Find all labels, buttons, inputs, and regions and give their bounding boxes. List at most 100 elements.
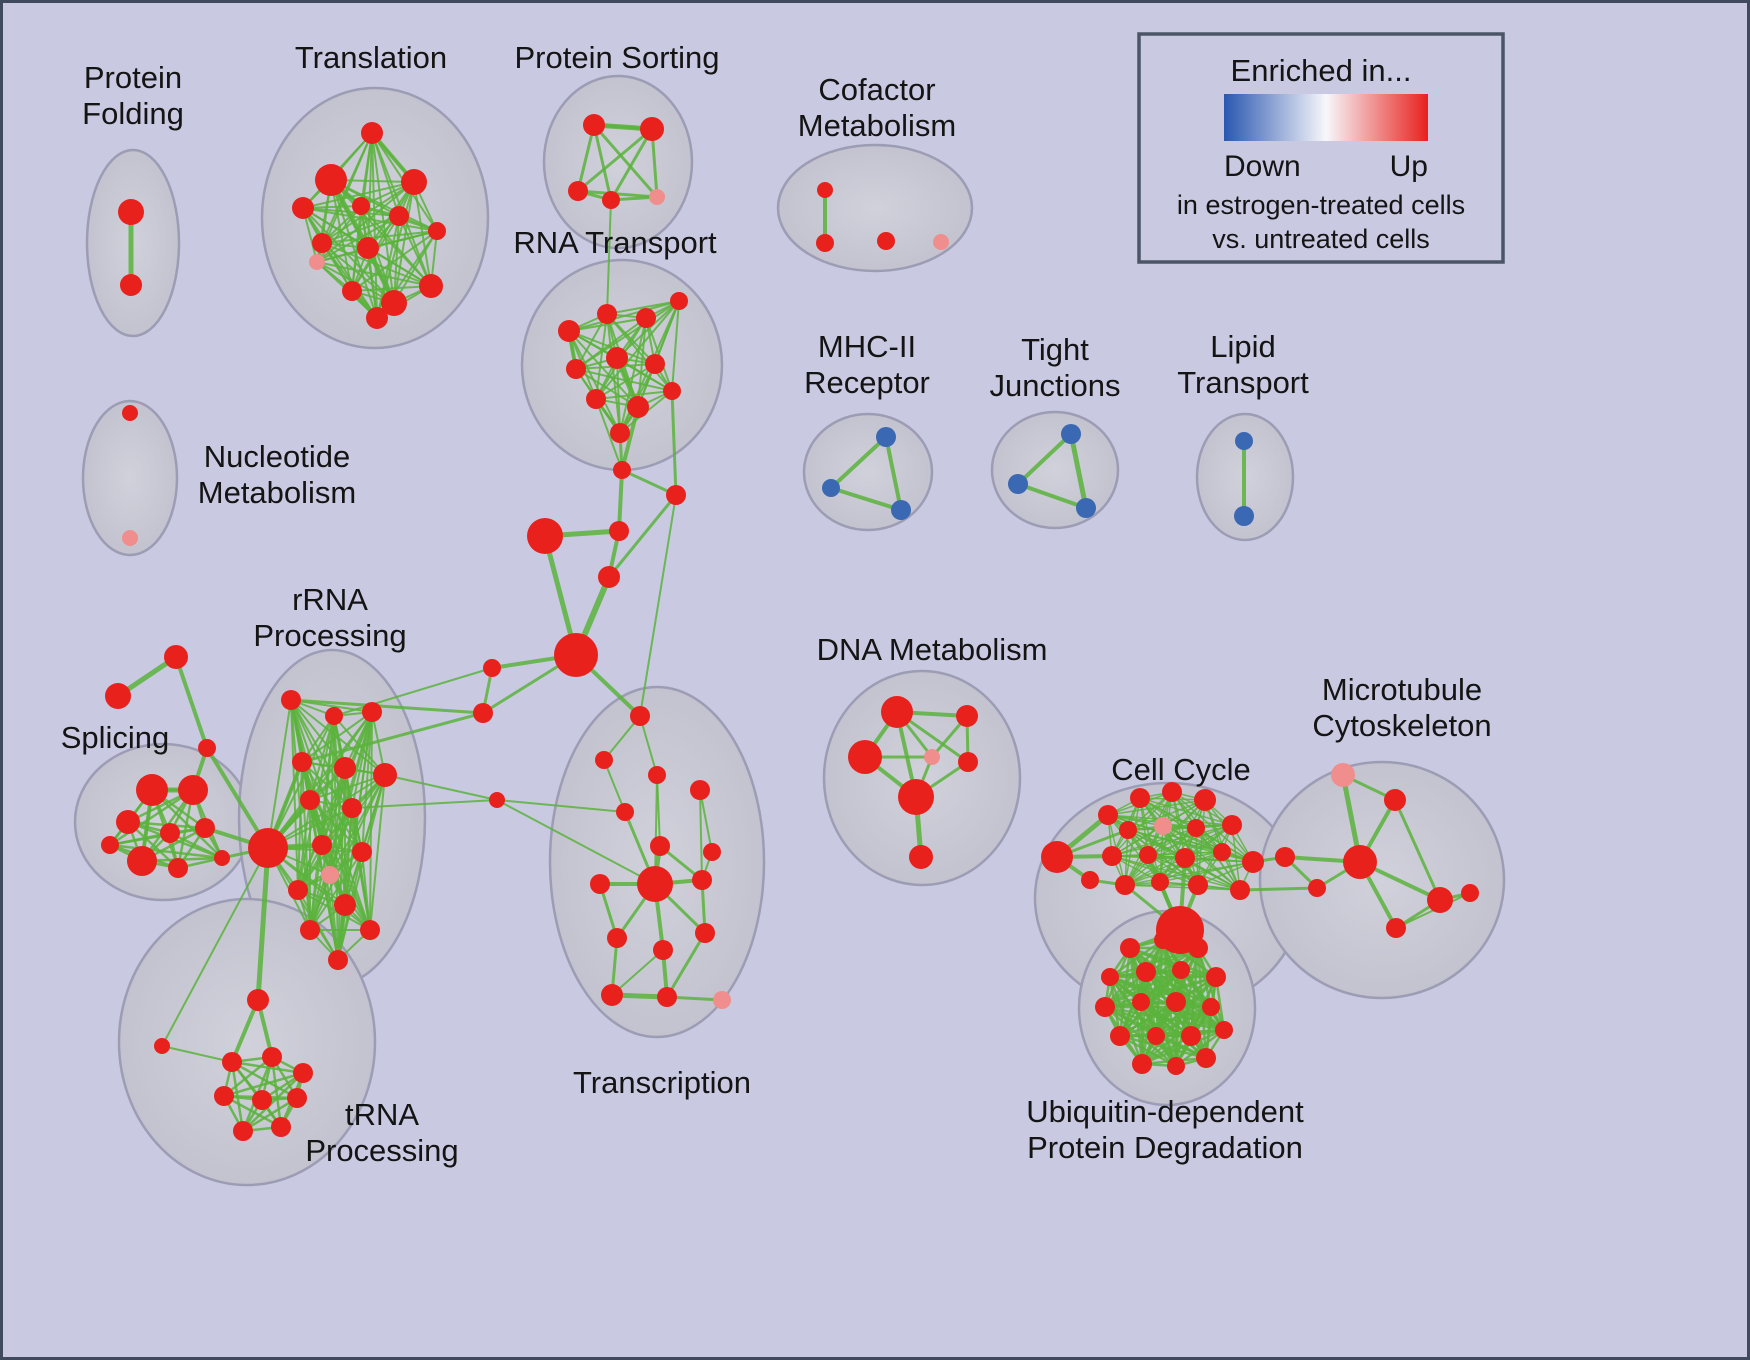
geneset-node-up: [271, 1117, 291, 1137]
geneset-node-up: [178, 775, 208, 805]
geneset-node-up: [1343, 845, 1377, 879]
geneset-node-up: [606, 347, 628, 369]
edge: [1108, 938, 1165, 979]
geneset-node-up: [1119, 821, 1137, 839]
geneset-node-mid: [321, 866, 339, 884]
geneset-node-up: [958, 752, 978, 772]
edge: [1184, 857, 1241, 891]
edge: [1118, 1005, 1213, 1038]
edge: [568, 330, 639, 408]
edge: [699, 789, 713, 853]
edge: [329, 874, 339, 961]
edge: [360, 205, 432, 287]
geneset-node-up: [630, 706, 650, 726]
geneset-node-up: [247, 989, 269, 1011]
geneset-node-up: [1098, 805, 1118, 825]
geneset-node-up: [1136, 962, 1156, 982]
edge: [1111, 827, 1197, 857]
edge: [321, 230, 438, 244]
edge: [398, 215, 432, 287]
edge: [1111, 824, 1233, 857]
geneset-node-down: [822, 479, 840, 497]
edge: [267, 699, 292, 849]
geneset-node-up: [1132, 993, 1150, 1011]
geneset-node-up: [595, 751, 613, 769]
edge: [606, 199, 612, 315]
geneset-node-up: [325, 707, 343, 725]
geneset-node-up: [300, 920, 320, 940]
geneset-node-up: [1166, 992, 1186, 1012]
geneset-node-up: [1181, 1026, 1201, 1046]
edge: [606, 313, 673, 392]
geneset-node-up: [956, 705, 978, 727]
geneset-node-up: [898, 779, 934, 815]
geneset-node-up: [105, 683, 131, 709]
geneset-node-up: [1308, 879, 1326, 897]
geneset-node-up: [342, 798, 362, 818]
geneset-node-up: [1041, 841, 1073, 873]
node-layer: [101, 114, 1479, 1141]
geneset-node-up: [281, 690, 301, 710]
edge: [639, 494, 677, 717]
geneset-node-up: [1202, 998, 1220, 1016]
geneset-node-mid: [933, 234, 949, 250]
geneset-node-up: [315, 164, 347, 196]
geneset-node-up: [334, 894, 356, 916]
edge: [665, 931, 707, 999]
geneset-node-up: [136, 774, 168, 806]
edge: [297, 889, 371, 931]
edge: [576, 127, 654, 193]
geneset-node-up: [360, 920, 380, 940]
geneset-node-up: [292, 752, 312, 772]
edge: [241, 1096, 299, 1133]
geneset-node-up: [610, 423, 630, 443]
edge: [671, 300, 680, 392]
edge: [829, 435, 888, 490]
geneset-node-up: [695, 923, 715, 943]
geneset-node-up: [601, 984, 623, 1006]
edge: [829, 486, 903, 512]
legend-subtitle-line2: vs. untreated cells: [1212, 224, 1430, 254]
geneset-node-up: [1151, 873, 1169, 891]
edge: [302, 207, 395, 304]
geneset-node-mid: [122, 530, 138, 546]
geneset-node-up: [334, 757, 356, 779]
geneset-node-up: [663, 382, 681, 400]
geneset-node-up: [352, 197, 370, 215]
edge: [1179, 968, 1226, 1032]
edge: [174, 655, 209, 750]
edge: [376, 181, 415, 319]
geneset-node-up: [527, 518, 563, 554]
edge: [222, 1094, 283, 1129]
edge: [609, 127, 654, 202]
cluster-ellipse-tight-junctions: [990, 410, 1120, 530]
edge: [290, 699, 373, 713]
geneset-node-mid: [1154, 817, 1172, 835]
geneset-node-up: [607, 928, 627, 948]
geneset-node-up: [366, 307, 388, 329]
geneset-node-up: [328, 950, 348, 970]
geneset-node-up: [877, 232, 895, 250]
geneset-node-up: [401, 169, 427, 195]
geneset-node-up: [609, 521, 629, 541]
geneset-node-up: [616, 803, 634, 821]
edge: [351, 205, 362, 292]
edge: [603, 759, 626, 813]
edge: [568, 330, 656, 365]
geneset-node-up: [554, 633, 598, 677]
geneset-node-up: [160, 823, 180, 843]
edge: [619, 317, 647, 434]
geneset-node-up: [1194, 789, 1216, 811]
edge: [297, 761, 303, 891]
edge: [361, 851, 371, 931]
geneset-node-mid: [924, 749, 940, 765]
cluster-label-splicing: Splicing: [61, 720, 170, 755]
geneset-node-up: [666, 485, 686, 505]
legend-gradient-bar: [1224, 94, 1428, 141]
edge: [267, 774, 386, 849]
